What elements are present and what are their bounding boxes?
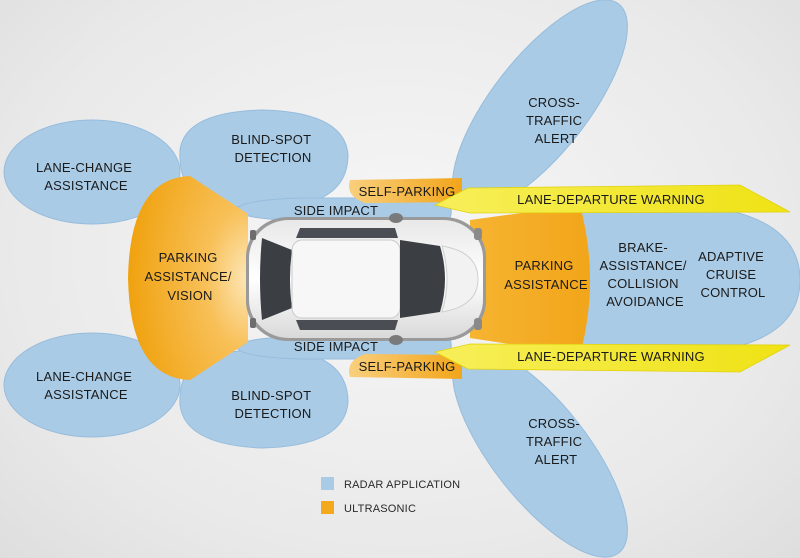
- legend-radar-swatch: [321, 477, 334, 490]
- front-parking-label: PARKING ASSISTANCE: [504, 258, 588, 292]
- rear-parking-label: PARKING ASSISTANCE/ VISION: [144, 250, 235, 303]
- front-parking-zone: [470, 205, 590, 355]
- self-parking-top-zone: [349, 178, 462, 203]
- lane-change-top-label: LANE-CHANGE ASSISTANCE: [36, 160, 136, 193]
- lane-change-bottom-zone: [3, 332, 181, 438]
- side-impact-bottom-label: SIDE IMPACT: [294, 339, 378, 354]
- legend-ultrasonic-swatch: [321, 501, 334, 514]
- lane-departure-bottom-label: LANE-DEPARTURE WARNING: [517, 349, 705, 364]
- self-parking-bottom-label: SELF-PARKING: [359, 359, 456, 374]
- cross-traffic-bottom-label: CROSS- TRAFFIC ALERT: [526, 416, 586, 467]
- car-top-view: [246, 213, 486, 345]
- self-parking-top-label: SELF-PARKING: [359, 184, 456, 199]
- legend-radar-label: RADAR APPLICATION: [344, 479, 460, 491]
- legend: RADAR APPLICATION ULTRASONIC: [321, 477, 460, 515]
- lane-departure-top-zone: [433, 184, 791, 214]
- lane-departure-top-label: LANE-DEPARTURE WARNING: [517, 192, 705, 207]
- blind-spot-bottom-label: BLIND-SPOT DETECTION: [231, 388, 315, 421]
- lane-change-bottom-label: LANE-CHANGE ASSISTANCE: [36, 369, 136, 402]
- side-impact-top-label: SIDE IMPACT: [294, 203, 378, 218]
- blind-spot-top-label: BLIND-SPOT DETECTION: [231, 132, 315, 165]
- lane-departure-bottom-zone: [433, 343, 791, 373]
- adaptive-cruise-label: ADAPTIVE CRUISE CONTROL: [698, 249, 768, 300]
- brake-assist-label: BRAKE- ASSISTANCE/ COLLISION AVOIDANCE: [599, 240, 690, 309]
- rear-parking-zone: [128, 176, 248, 380]
- self-parking-bottom-zone: [349, 354, 462, 379]
- cross-traffic-top-label: CROSS- TRAFFIC ALERT: [526, 95, 586, 146]
- lane-change-top-zone: [3, 119, 181, 225]
- legend-ultrasonic-label: ULTRASONIC: [344, 503, 416, 515]
